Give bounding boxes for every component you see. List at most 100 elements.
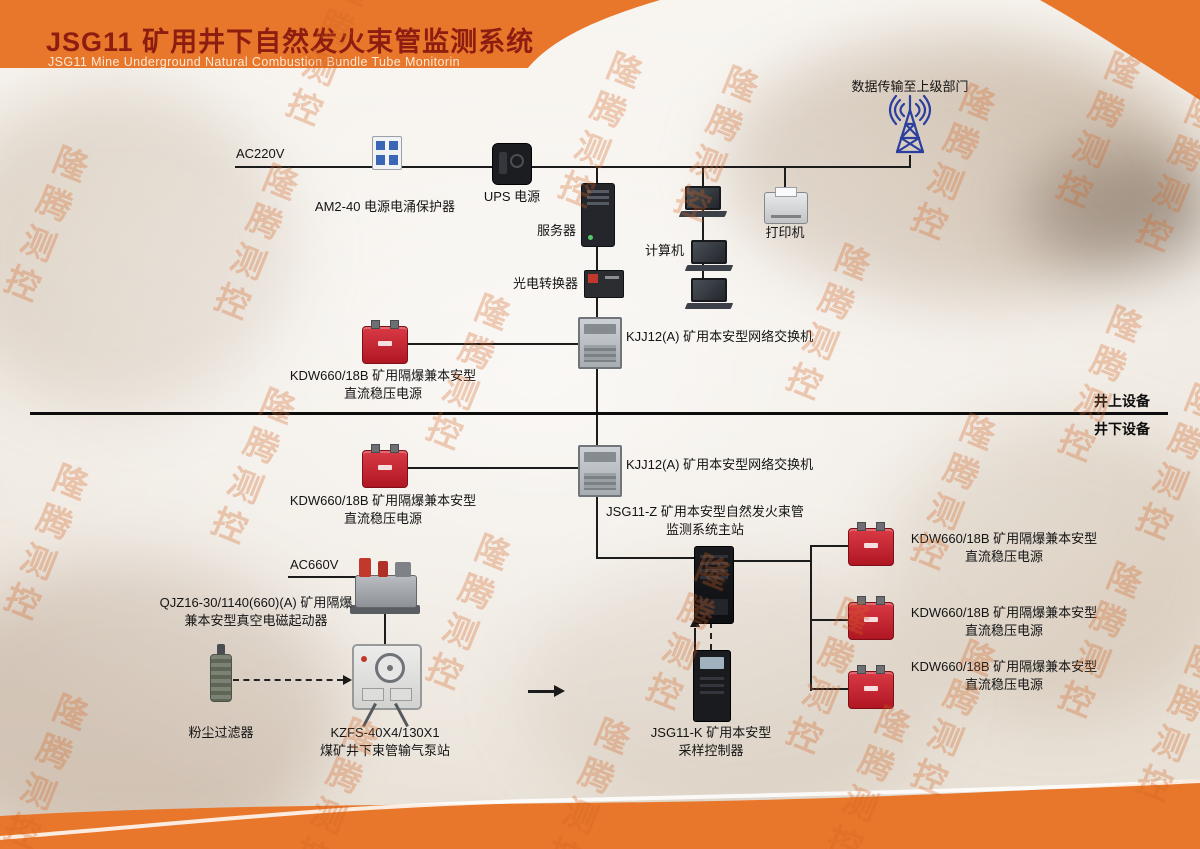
starter-base <box>350 605 420 614</box>
page-title: JSG11 矿用井下自然发火束管监测系统 <box>46 27 535 57</box>
sampler-label-2: 采样控制器 <box>678 743 744 758</box>
server-label: 服务器 <box>536 223 576 238</box>
zone-underground-label: 井下设备 <box>1094 421 1150 437</box>
tube-filter-to-pump <box>233 679 343 681</box>
optical-converter-label: 光电转换器 <box>512 276 578 291</box>
switch-surface-label: KJJ12(A) 矿用本安型网络交换机 <box>626 329 814 344</box>
pump-grille <box>362 688 384 701</box>
kdw-power-right-1-icon <box>848 522 894 566</box>
terminal-pin <box>371 320 380 329</box>
filter-body <box>210 654 232 702</box>
wire-station-right <box>732 560 812 562</box>
kdw-surface-label-1: KDW660/18B 矿用隔爆兼本安型 <box>289 368 477 383</box>
dust-filter-icon <box>209 644 233 702</box>
surge-protector-label: AM2-40 电源电涌保护器 <box>314 199 456 214</box>
pump-label-1: KZFS-40X4/130X1 <box>330 725 440 740</box>
wire-right-stub-3 <box>810 688 850 690</box>
pump-station-icon <box>352 644 422 710</box>
sampling-controller-icon <box>693 650 731 722</box>
terminal-pin <box>876 665 885 674</box>
terminal-pin <box>857 522 866 531</box>
ups-label: UPS 电源 <box>483 189 541 204</box>
antenna-icon <box>888 94 932 154</box>
pump-gauge <box>375 653 405 683</box>
laptop-screen <box>691 278 727 302</box>
surge-protector-icon <box>372 136 402 170</box>
optical-converter-icon <box>584 270 624 298</box>
server-icon <box>581 183 615 247</box>
ac220v-label: AC220V <box>236 146 285 161</box>
wire-printer <box>784 166 786 194</box>
wire-right-stub-1 <box>810 545 850 547</box>
starter-label-1: QJZ16-30/1140(660)(A) 矿用隔爆 <box>159 595 353 610</box>
ac660v-label: AC660V <box>290 557 339 572</box>
up-arrow-shaft <box>694 628 696 652</box>
terminal-pin <box>857 596 866 605</box>
network-switch-underground-icon <box>578 445 622 497</box>
flow-arrow-to-sampler <box>554 685 565 697</box>
kdw-power-right-2-icon <box>848 596 894 640</box>
wire-starter-pump <box>384 612 386 648</box>
laptop-base <box>684 303 734 309</box>
laptop-base <box>684 265 734 271</box>
zone-divider-line <box>30 412 1168 415</box>
dust-filter-label: 粉尘过滤器 <box>188 725 254 740</box>
starter-part <box>359 558 371 577</box>
kdw-right-1-label-2: 直流稳压电源 <box>964 549 1044 564</box>
network-switch-surface-icon <box>578 317 622 369</box>
data-link-label: 数据传输至上级部门 <box>851 79 969 94</box>
kdw-power-surface-icon <box>362 320 408 364</box>
kdw-underground-label-1: KDW660/18B 矿用隔爆兼本安型 <box>289 493 477 508</box>
kdw-right-2-label-2: 直流稳压电源 <box>964 623 1044 638</box>
kdw-right-2-label-1: KDW660/18B 矿用隔爆兼本安型 <box>910 605 1098 620</box>
wire-computers <box>702 166 704 288</box>
laptop-screen <box>685 186 721 210</box>
pump-grille <box>390 688 412 701</box>
pump-button <box>361 656 367 662</box>
computer-icon <box>684 240 734 271</box>
main-station-label-2: 监测系统主站 <box>665 522 745 537</box>
flow-arrow-shaft <box>528 690 554 693</box>
page-subtitle: JSG11 Mine Underground Natural Combustio… <box>48 55 460 69</box>
terminal-pin <box>857 665 866 674</box>
computer-icon <box>684 278 734 309</box>
kdw-right-1-label-1: KDW660/18B 矿用隔爆兼本安型 <box>910 531 1098 546</box>
wire-ac220-main <box>235 166 911 168</box>
wire-antenna-stub <box>909 155 911 167</box>
main-station-label-1: JSG11-Z 矿用本安型自然发火束管 <box>606 504 804 519</box>
zone-surface-label: 井上设备 <box>1094 393 1150 409</box>
wire-ac660 <box>288 576 358 578</box>
ups-icon <box>492 143 532 185</box>
starter-part <box>395 562 411 577</box>
computer-label: 计算机 <box>644 243 684 258</box>
wire-kdw-surface <box>406 343 578 345</box>
terminal-pin <box>390 320 399 329</box>
kdw-underground-label-2: 直流稳压电源 <box>343 511 423 526</box>
kdw-right-3-label-1: KDW660/18B 矿用隔爆兼本安型 <box>910 659 1098 674</box>
starter-part <box>378 561 388 577</box>
terminal-pin <box>876 522 885 531</box>
vacuum-starter-icon <box>350 556 420 614</box>
kdw-power-right-3-icon <box>848 665 894 709</box>
sampler-label-1: JSG11-K 矿用本安型 <box>650 725 772 740</box>
laptop-base <box>678 211 728 217</box>
starter-body <box>355 575 417 608</box>
wire-right-stub-2 <box>810 619 850 621</box>
laptop-screen <box>691 240 727 264</box>
kdw-right-3-label-2: 直流稳压电源 <box>964 677 1044 692</box>
wire-kdw-underground <box>406 467 578 469</box>
terminal-pin <box>371 444 380 453</box>
switch-underground-label: KJJ12(A) 矿用本安型网络交换机 <box>626 457 814 472</box>
main-station-icon <box>694 546 734 624</box>
kdw-power-underground-icon <box>362 444 408 488</box>
printer-icon <box>764 187 808 224</box>
wire-right-bus <box>810 545 812 691</box>
pump-label-2: 煤矿井下束管输气泵站 <box>319 743 451 758</box>
kdw-surface-label-2: 直流稳压电源 <box>343 386 423 401</box>
terminal-pin <box>876 596 885 605</box>
tube-sampler-to-station <box>710 622 712 650</box>
terminal-pin <box>390 444 399 453</box>
